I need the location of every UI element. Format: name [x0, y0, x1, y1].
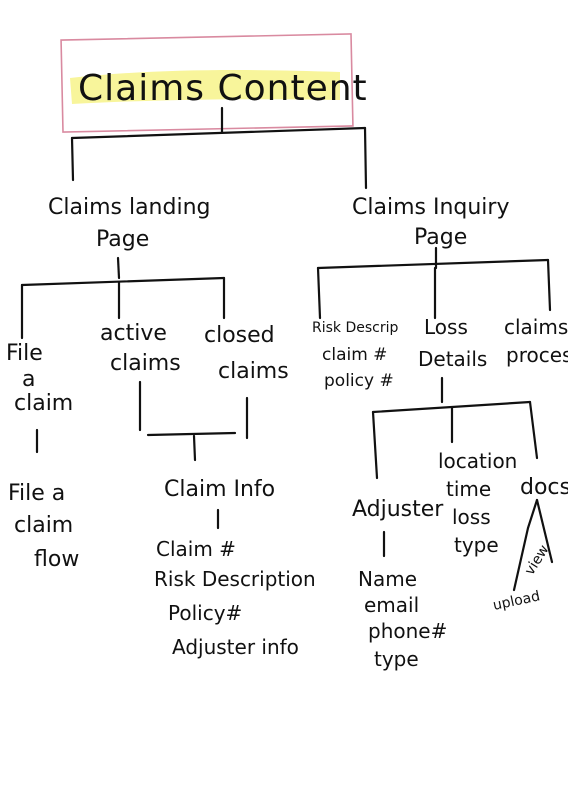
landing-label-line-1: Claims landing	[48, 195, 210, 220]
title-node: Claims Content	[60, 33, 368, 133]
location-line: type	[454, 533, 499, 557]
flow-line-2: claim	[14, 513, 73, 538]
claims-inquiry-page-node: Claims Inquiry Page	[352, 195, 509, 250]
closed-claims-line-1: closed	[204, 323, 275, 348]
adjuster-item: Name	[358, 567, 417, 591]
flow-line-1: File a	[8, 481, 65, 506]
closed-claims-line-2: claims	[218, 359, 289, 384]
docs-label: docs	[520, 475, 568, 500]
claim-info-item: Policy#	[168, 601, 242, 625]
closed-claims-node: closed claims	[204, 323, 289, 384]
active-claims-line-2: claims	[110, 351, 181, 376]
file-claim-line-2: a	[22, 367, 35, 392]
risk-description-node: Risk Descrip claim # policy #	[312, 320, 398, 391]
claims-landing-page-node: Claims landing Page	[48, 195, 210, 252]
active-claims-node: active claims	[100, 321, 181, 376]
adjuster-label: Adjuster	[352, 497, 444, 522]
loss-details-line-2: Details	[418, 347, 487, 371]
claims-process-line-2: process	[506, 343, 568, 367]
inquiry-label-line-2: Page	[414, 225, 467, 250]
claim-info-item: Risk Description	[154, 567, 316, 591]
claim-info-item: Claim #	[156, 537, 236, 561]
inquiry-label-line-1: Claims Inquiry	[352, 195, 509, 220]
claim-info-item: Adjuster info	[172, 635, 299, 659]
file-claim-line-3: claim	[14, 391, 73, 416]
landing-label-line-2: Page	[96, 227, 149, 252]
risk-line-3: policy #	[324, 371, 394, 391]
active-claims-line-1: active	[100, 321, 167, 346]
file-a-claim-flow-node: File a claim flow	[8, 481, 79, 572]
claims-process-node: claims process	[504, 315, 568, 367]
adjuster-item: phone#	[368, 619, 447, 643]
adjuster-item: type	[374, 647, 419, 671]
adjuster-node: Adjuster Name email phone# type	[352, 497, 447, 671]
title-text: Claims Content	[78, 68, 368, 109]
risk-line-2: claim #	[322, 345, 387, 365]
claim-info-node: Claim Info Claim # Risk Description Poli…	[154, 477, 316, 659]
file-claim-line-1: File	[6, 341, 43, 366]
loss-details-node: Loss Details	[418, 315, 487, 371]
risk-line-1: Risk Descrip	[312, 320, 398, 336]
loss-details-line-1: Loss	[424, 315, 468, 339]
docs-node: docs upload view	[492, 475, 568, 614]
location-line: loss	[452, 505, 491, 529]
location-time-loss-type-node: location time loss type	[438, 449, 517, 557]
docs-upload: upload	[492, 588, 542, 614]
connector-lines	[20, 106, 554, 592]
location-line: time	[446, 477, 491, 501]
flow-line-3: flow	[34, 547, 79, 572]
adjuster-item: email	[364, 593, 419, 617]
file-a-claim-node: File a claim	[6, 341, 73, 416]
claim-info-label: Claim Info	[164, 477, 275, 502]
location-line: location	[438, 449, 517, 473]
claims-process-line-1: claims	[504, 315, 568, 339]
